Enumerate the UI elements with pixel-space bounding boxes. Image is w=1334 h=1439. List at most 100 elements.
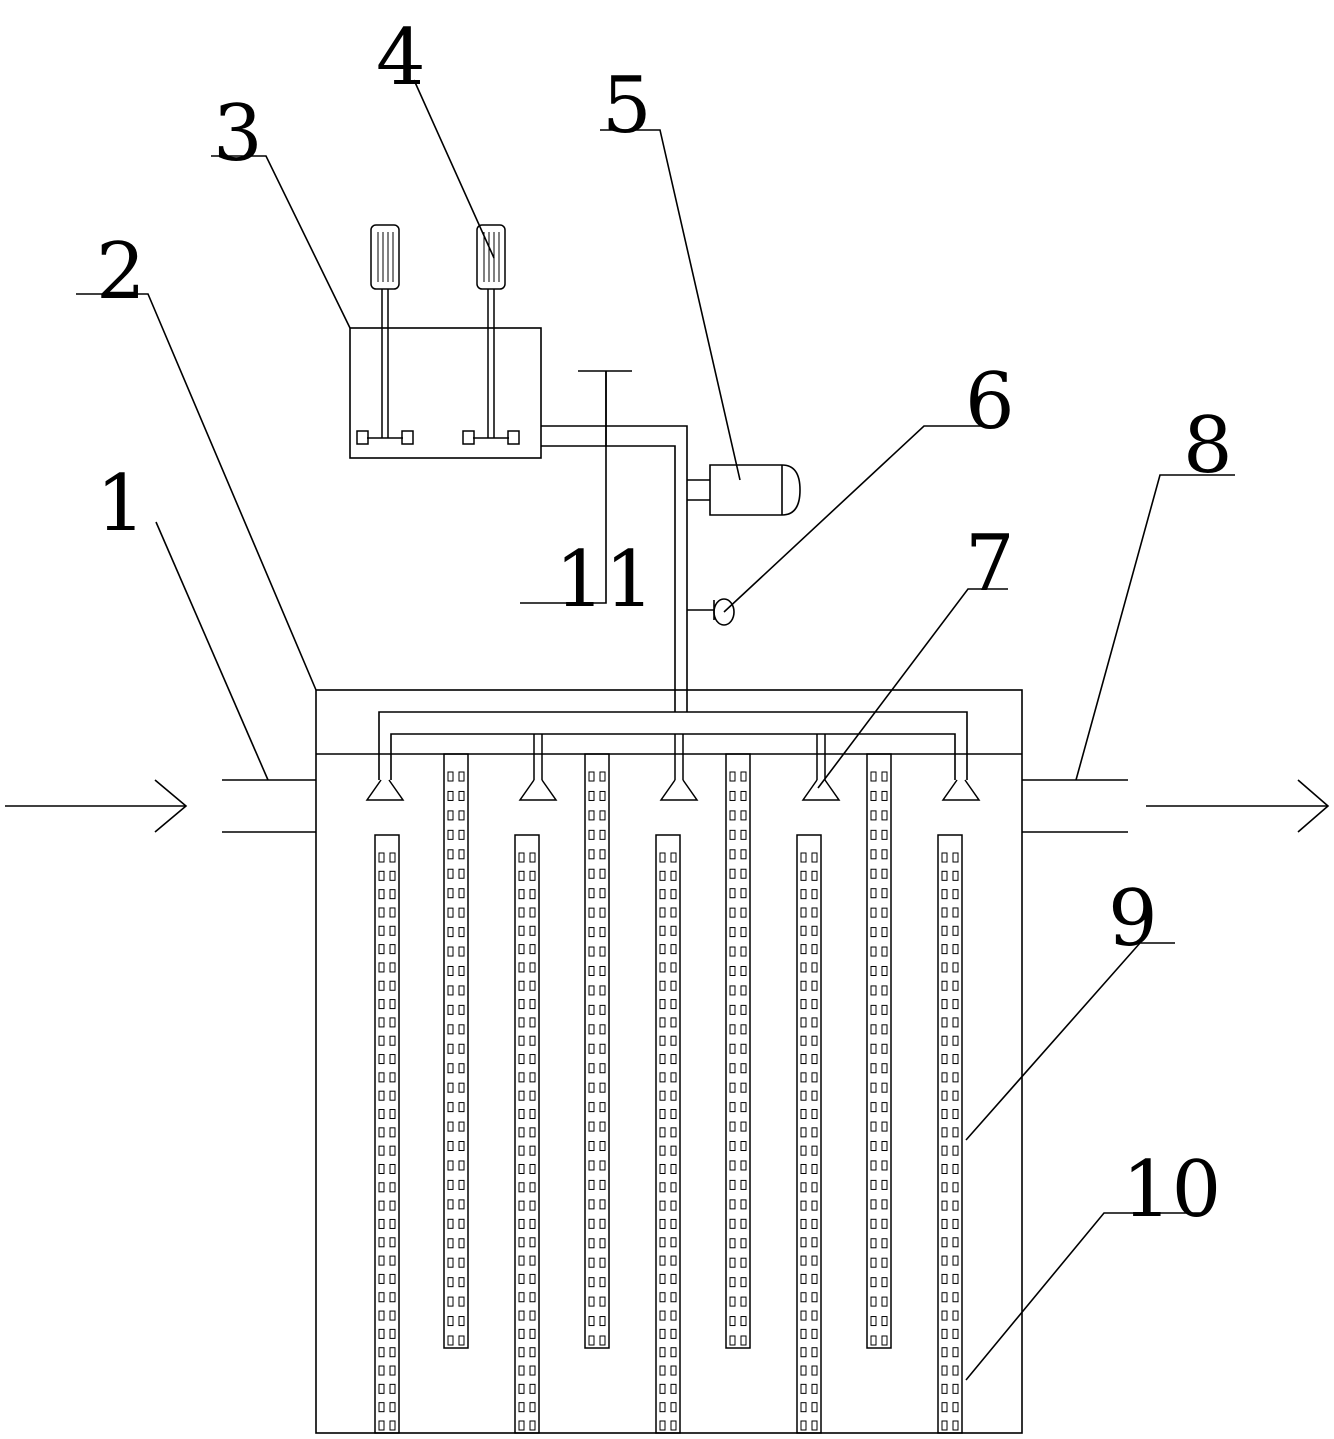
- perforation-hole: [659, 1182, 666, 1193]
- perforation-hole: [941, 1218, 948, 1229]
- perforation-hole: [458, 965, 465, 976]
- perforation-hole: [659, 1347, 666, 1358]
- perforation-hole: [670, 1255, 677, 1266]
- perforation-hole: [389, 1292, 396, 1303]
- perforation-hole: [941, 1292, 948, 1303]
- perforation-hole: [599, 1179, 606, 1190]
- perforation-hole: [952, 870, 959, 881]
- perforation-hole: [870, 1121, 877, 1132]
- perforation-hole: [740, 1063, 747, 1074]
- perforation-hole: [881, 810, 888, 821]
- agitator-1: [356, 224, 414, 445]
- perforation-hole: [740, 927, 747, 938]
- perforation-hole: [518, 1127, 525, 1138]
- perforation-hole: [952, 852, 959, 863]
- perforation-hole: [529, 999, 536, 1010]
- perforation-hole: [447, 810, 454, 821]
- perforation-hole: [599, 1238, 606, 1249]
- perforation-hole: [870, 790, 877, 801]
- perforation-hole: [729, 1238, 736, 1249]
- perforation-hole: [952, 1017, 959, 1028]
- perforation-hole: [389, 944, 396, 955]
- perforation-hole: [952, 1054, 959, 1065]
- spray-nozzle-2: [518, 734, 558, 801]
- perforation-hole: [941, 1054, 948, 1065]
- perforation-hole: [670, 1365, 677, 1376]
- perforation-hole: [389, 1420, 396, 1431]
- perforation-hole: [811, 1237, 818, 1248]
- perforation-hole: [389, 1090, 396, 1101]
- perforation-hole: [588, 1121, 595, 1132]
- perforation-hole: [447, 1296, 454, 1307]
- perforation-hole: [659, 1017, 666, 1028]
- perforation-hole: [740, 771, 747, 782]
- perforation-hole: [811, 1127, 818, 1138]
- feed-pipe-inner: [541, 445, 676, 712]
- perforation-hole: [599, 1199, 606, 1210]
- perforation-hole: [447, 1199, 454, 1210]
- leader-line-1: [155, 521, 269, 781]
- perforation-hole: [941, 1072, 948, 1083]
- perforation-hole: [740, 1277, 747, 1288]
- tank-body: [315, 689, 1023, 1434]
- perforation-hole: [389, 1200, 396, 1211]
- perforation-hole: [447, 1063, 454, 1074]
- perforation-hole: [740, 1043, 747, 1054]
- perforation-hole: [518, 1182, 525, 1193]
- perforation-hole: [378, 1017, 385, 1028]
- perforation-hole: [659, 870, 666, 881]
- perforation-hole: [529, 1365, 536, 1376]
- perforation-hole: [378, 1035, 385, 1046]
- perforation-hole: [659, 1163, 666, 1174]
- perforation-hole: [518, 1163, 525, 1174]
- perforation-hole: [458, 849, 465, 860]
- perforation-hole: [378, 1200, 385, 1211]
- leader-line-6: [723, 425, 1000, 613]
- perforation-hole: [952, 1072, 959, 1083]
- mixing-tank: [349, 327, 542, 459]
- perforation-hole: [659, 925, 666, 936]
- label-8: 8: [1183, 401, 1233, 491]
- perforation-hole: [378, 889, 385, 900]
- perforation-hole: [458, 1043, 465, 1054]
- label-7: 7: [965, 519, 1015, 609]
- agitator-2: [462, 224, 520, 445]
- perforation-hole: [518, 1347, 525, 1358]
- perforation-hole: [729, 927, 736, 938]
- perforation-hole: [800, 889, 807, 900]
- perforation-hole: [529, 1328, 536, 1339]
- perforation-hole: [800, 1310, 807, 1321]
- impeller-blade: [507, 430, 520, 445]
- perforation-hole: [941, 1200, 948, 1211]
- perforation-hole: [881, 1218, 888, 1229]
- perforation-hole: [729, 888, 736, 899]
- perforation-hole: [870, 1238, 877, 1249]
- perforation-hole: [729, 1218, 736, 1229]
- perforation-hole: [458, 888, 465, 899]
- perforation-hole: [659, 1292, 666, 1303]
- perforation-hole: [811, 1200, 818, 1211]
- perforation-hole: [599, 1082, 606, 1093]
- perforation-hole: [447, 1238, 454, 1249]
- leader-line-9: [965, 942, 1175, 1141]
- perforation-hole: [952, 980, 959, 991]
- perforation-hole: [800, 1383, 807, 1394]
- perforation-hole: [881, 1277, 888, 1288]
- perforation-hole: [870, 927, 877, 938]
- perforation-hole: [588, 1238, 595, 1249]
- perforation-hole: [378, 852, 385, 863]
- agitator-group: [356, 224, 520, 445]
- perforation-hole: [588, 965, 595, 976]
- perforation-hole: [447, 771, 454, 782]
- perforation-hole: [800, 1163, 807, 1174]
- perforation-hole: [881, 965, 888, 976]
- perforation-hole: [811, 1273, 818, 1284]
- perforation-hole: [659, 1200, 666, 1211]
- perforation-hole: [881, 1179, 888, 1190]
- leader-line-3: [211, 155, 351, 329]
- perforation-hole: [659, 980, 666, 991]
- perforation-hole: [952, 1383, 959, 1394]
- perforation-hole: [811, 1218, 818, 1229]
- perforation-hole: [599, 790, 606, 801]
- perforation-hole: [870, 1218, 877, 1229]
